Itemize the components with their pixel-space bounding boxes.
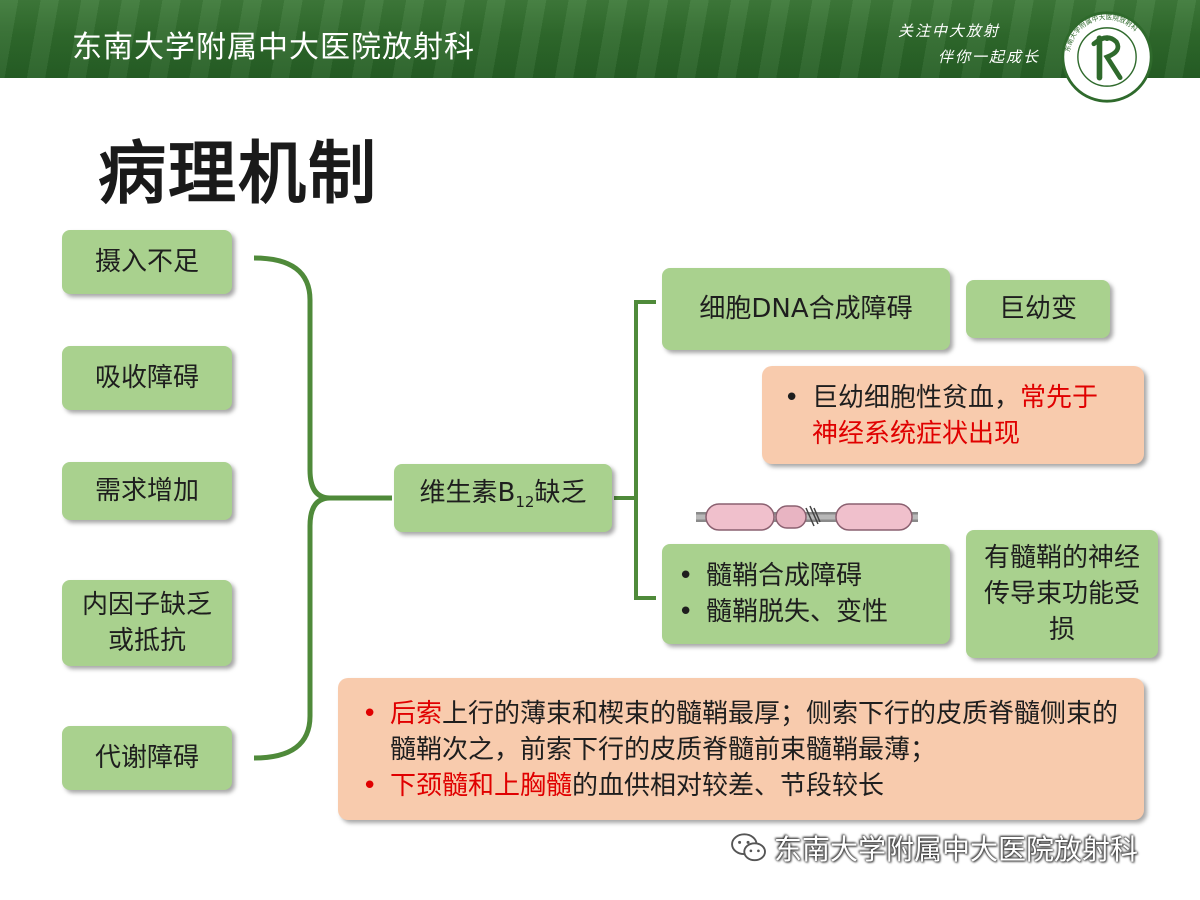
spinal-cord-note-box: 后索上行的薄束和楔束的髓鞘最厚；侧索下行的皮质脊髓侧束的髓鞘次之，前索下行的皮质… <box>338 678 1144 820</box>
center-label-tail: 缺乏 <box>534 478 587 509</box>
cause-label: 摄入不足 <box>94 247 199 277</box>
anemia-note-box: 巨幼细胞性贫血，常先于神经系统症状出现 <box>762 366 1144 464</box>
slogan-line-2: 伴你一起成长 <box>937 48 1040 66</box>
center-label: 维生素B12缺乏 <box>420 475 587 520</box>
myelin-synthesis-box: 髓鞘合成障碍 髓鞘脱失、变性 <box>662 544 950 644</box>
note-text: 上行的薄束和楔束的髓鞘最厚；侧索下行的皮质脊髓侧束的髓鞘次之，前索下行的皮质脊髓… <box>390 699 1119 765</box>
spinal-cord-note-item: 后索上行的薄束和楔束的髓鞘最厚；侧索下行的皮质脊髓侧束的髓鞘次之，前索下行的皮质… <box>352 696 1120 768</box>
myelin-effect-item: 髓鞘脱失、变性 <box>668 594 888 630</box>
note-red-term: 下颈髓和上胸髓 <box>390 771 573 801</box>
center-label-sub: 12 <box>515 493 535 512</box>
anemia-note-red-text: 常先于神经系统症状出现 <box>812 383 1099 449</box>
myelin-sheath-illustration-icon <box>696 503 918 531</box>
dna-synthesis-box: 细胞DNA合成障碍 <box>662 268 950 350</box>
megaloblastic-label: 巨幼变 <box>998 294 1077 324</box>
cause-box-absorption: 吸收障碍 <box>62 346 232 410</box>
wechat-icon <box>731 833 766 862</box>
header-title: 东南大学附属中大医院放射科 <box>72 30 475 65</box>
right-bracket <box>614 300 656 600</box>
spinal-cord-note-list: 后索上行的薄束和楔束的髓鞘最厚；侧索下行的皮质脊髓侧束的髓鞘次之，前索下行的皮质… <box>352 696 1120 804</box>
anemia-note-item: 巨幼细胞性贫血，常先于神经系统症状出现 <box>774 380 1124 452</box>
cause-box-intrinsic-factor: 内因子缺乏或抵抗 <box>62 580 232 666</box>
myelin-effects-list: 髓鞘合成障碍 髓鞘脱失、变性 <box>668 558 888 630</box>
footer-text: 东南大学附属中大医院放射科 <box>774 833 1139 866</box>
anemia-note-text: 巨幼细胞性贫血， <box>812 383 1021 413</box>
cause-label: 吸收障碍 <box>94 363 199 393</box>
note-text: 的血供相对较差、节段较长 <box>572 771 885 801</box>
nerve-tract-label: 有髓鞘的神经传导束功能受损 <box>984 543 1141 645</box>
note-red-term: 后索 <box>390 699 443 729</box>
spinal-cord-note-item: 下颈髓和上胸髓的血供相对较差、节段较长 <box>352 768 1120 804</box>
cause-box-metabolism: 代谢障碍 <box>62 726 232 790</box>
page-title: 病理机制 <box>98 135 379 214</box>
cause-label: 需求增加 <box>94 476 199 506</box>
slogan-line-1: 关注中大放射 <box>897 22 1000 40</box>
center-label-main: 维生素B <box>419 478 516 509</box>
center-box-b12-deficiency: 维生素B12缺乏 <box>394 464 612 532</box>
hospital-logo-icon: 东南大学附属中大医院放射科 <box>1061 11 1153 103</box>
cause-box-intake: 摄入不足 <box>62 230 232 294</box>
header-bar: 东南大学附属中大医院放射科 关注中大放射 伴你一起成长 <box>0 0 1200 78</box>
cause-label: 内因子缺乏或抵抗 <box>81 590 212 656</box>
megaloblastic-box: 巨幼变 <box>966 280 1110 338</box>
cause-label: 代谢障碍 <box>94 743 199 773</box>
anemia-note-list: 巨幼细胞性贫血，常先于神经系统症状出现 <box>774 380 1124 452</box>
footer-watermark: 东南大学附属中大医院放射科 <box>730 828 1138 868</box>
dna-synthesis-label: 细胞DNA合成障碍 <box>699 294 913 324</box>
myelin-effect-item: 髓鞘合成障碍 <box>668 558 888 594</box>
cause-box-demand: 需求增加 <box>62 462 232 520</box>
header-slogan: 关注中大放射 伴你一起成长 <box>0 18 1040 70</box>
nerve-tract-box: 有髓鞘的神经传导束功能受损 <box>966 530 1158 658</box>
